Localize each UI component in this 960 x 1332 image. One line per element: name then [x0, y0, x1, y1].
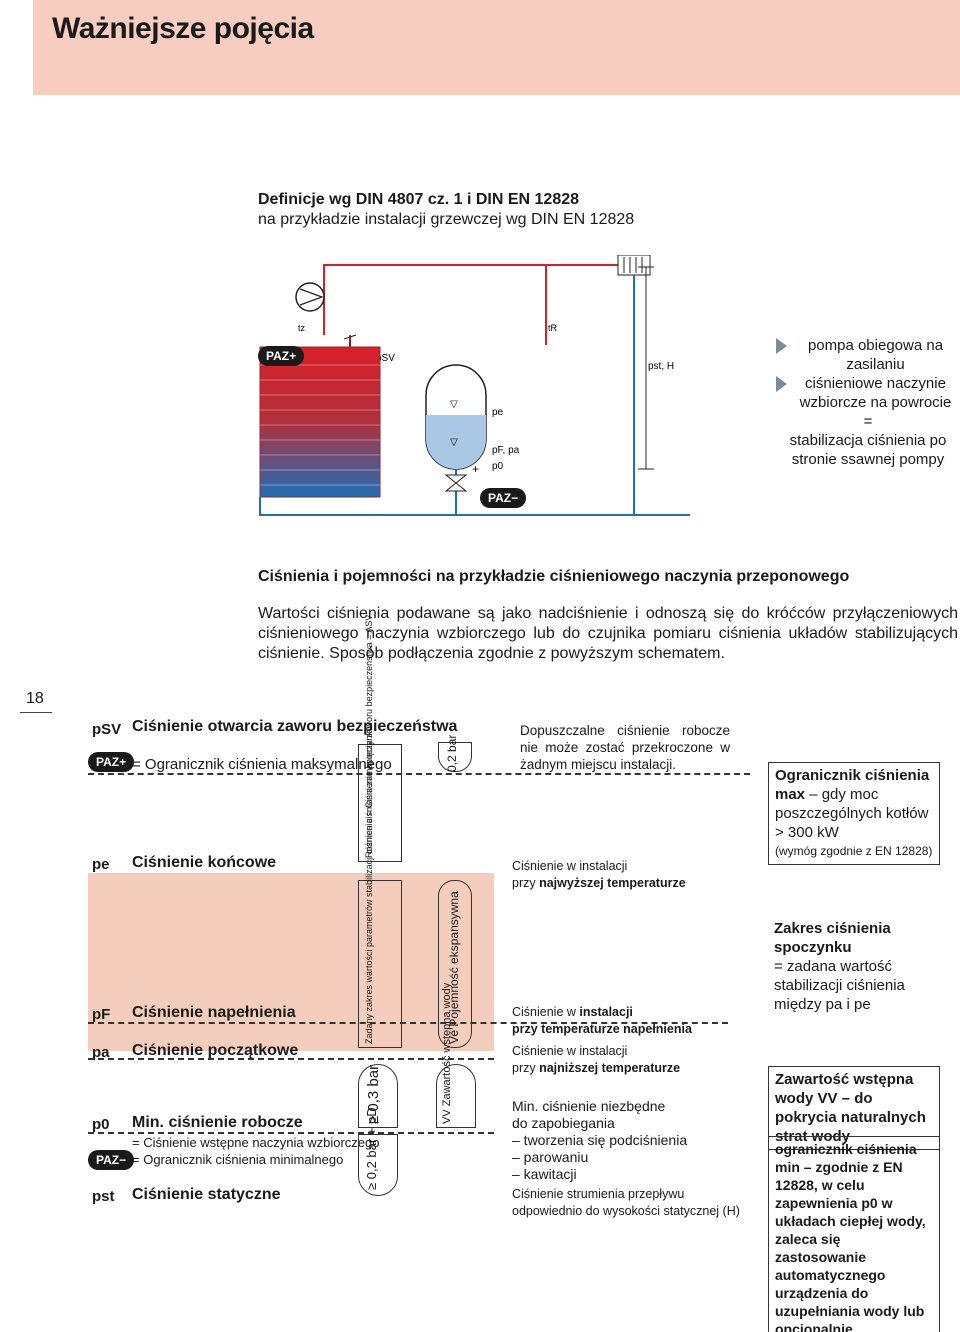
paz-minus-badge: PAZ− — [88, 1150, 135, 1170]
pst-row-label: pst — [92, 1188, 115, 1205]
supply-pipe — [323, 264, 635, 335]
pf-row-label: pF — [92, 1006, 111, 1023]
pe-row-desc: Ciśnienie końcowe — [132, 854, 277, 871]
svg-text:+: + — [472, 462, 479, 476]
pa-dashed-line — [88, 1058, 494, 1060]
pressure-zone-band — [88, 873, 494, 1051]
vv-text: VV Zawartość wstępna wody — [441, 982, 453, 1124]
heating-schema: tz tR pSV ▽ ▽ + pe pF, pa p0 pst, H — [259, 255, 690, 516]
pf-pa-schema-label: pF, pa — [492, 445, 520, 456]
pump-icon — [295, 282, 325, 312]
section-title: Ciśnienia i pojemności na przykładzie ci… — [258, 568, 850, 585]
note-p0: Min. ciśnienie niezbędne do zapobiegania… — [512, 1098, 688, 1182]
paz-plus-desc: = Ogranicznik ciśnienia maksymalnego — [132, 756, 392, 773]
pe-row-label: pe — [92, 856, 110, 873]
ve-box — [438, 880, 472, 1048]
box-rest-pressure: Zakres ciśnienia spoczynku = zadana wart… — [774, 920, 905, 1013]
pf-dashed-line — [88, 1022, 728, 1024]
note-pa: Ciśnienie w instalacji przy najniższej t… — [512, 1044, 681, 1075]
asv-box — [358, 744, 402, 862]
intro: Definicje wg DIN 4807 cz. 1 i DIN EN 128… — [258, 190, 634, 230]
zakres-box — [358, 880, 402, 1048]
svg-text:▽: ▽ — [450, 399, 458, 410]
pa-row-label: pa — [92, 1044, 110, 1061]
arrow-icon — [776, 338, 787, 354]
page-number-rule — [20, 712, 52, 713]
tr-label: tR — [548, 323, 558, 333]
intro-line2: na przykładzie instalacji grzewczej wg D… — [258, 211, 635, 228]
vv-box — [436, 1064, 476, 1128]
schema-legend: pompa obiegowa na zasilaniu ciśnieniowe … — [776, 336, 960, 469]
zakres-text: Zadany zakres wartości parametrów stabil… — [364, 726, 374, 1044]
section-text: Wartości ciśnienia podawane są jako nadc… — [258, 605, 958, 662]
p0-row-desc: Min. ciśnienie robocze — [132, 1114, 303, 1131]
p0-row-label: p0 — [92, 1116, 110, 1133]
paz-minus-badge-schema: PAZ− — [480, 488, 527, 508]
pa-row-desc: Ciśnienie początkowe — [132, 1042, 299, 1059]
pf-row-desc: Ciśnienie napełnienia — [132, 1004, 296, 1021]
p0-dashed-line — [88, 1132, 494, 1134]
p0-sub2: = Ogranicznik ciśnienia minimalnego — [132, 1152, 344, 1167]
bar02-box — [438, 742, 472, 772]
psv-row-label: pSV — [92, 721, 122, 738]
box-vv: Zawartość wstępna wody VV – do pokrycia … — [768, 1066, 940, 1150]
boiler — [259, 346, 381, 498]
header-band — [33, 0, 960, 95]
box-min-limiter: ogranicznik ciśnienia min – zgodnie z EN… — [768, 1136, 940, 1332]
page-title: Ważniejsze pojęcia — [52, 12, 314, 45]
psv-dashed-line — [88, 773, 750, 775]
box-max-limiter: Ogranicznik ciśnienia max – gdy moc posz… — [768, 762, 940, 865]
radiator — [617, 255, 651, 276]
paz-plus-badge-schema: PAZ+ — [258, 346, 305, 366]
arrow-icon — [776, 376, 787, 392]
ge03-box — [358, 1064, 398, 1128]
pst-row-desc: Ciśnienie statyczne — [132, 1186, 281, 1203]
height-measure — [638, 266, 654, 470]
intro-line1: Definicje wg DIN 4807 cz. 1 i DIN EN 128… — [258, 191, 580, 208]
psv-row-desc: Ciśnienie otwarcia zaworu bezpieczeństwa — [132, 718, 458, 735]
expansion-vessel: ▽ ▽ + — [425, 364, 487, 515]
note-pst: Ciśnienie strumienia przepływu odpowiedn… — [512, 1187, 740, 1218]
paz-plus-badge: PAZ+ — [88, 752, 135, 772]
page-number: 18 — [26, 690, 44, 707]
p0-schema-label: p0 — [492, 461, 504, 472]
note-psv: Dopuszczalne ciśnienie robocze nie może … — [520, 723, 730, 772]
pst-h-label: pst, H — [648, 361, 674, 372]
bar02-text: 0,2 bar — [445, 734, 459, 772]
pe-schema-label: pe — [492, 407, 504, 418]
ge02-box — [358, 1134, 398, 1196]
p0-sub1: = Ciśnienie wstępne naczynia wzbiorczego — [132, 1135, 380, 1150]
ge02-text: ≥ 0,2 bar + pD — [364, 1107, 379, 1190]
psv-label: pSV — [376, 353, 395, 364]
note-pf: Ciśnienie w instalacji przy temperaturze… — [512, 1005, 692, 1036]
svg-text:▽: ▽ — [450, 437, 458, 448]
tz-label: tz — [298, 323, 306, 333]
note-pe: Ciśnienie w instalacji przy najwyższej t… — [512, 859, 686, 890]
